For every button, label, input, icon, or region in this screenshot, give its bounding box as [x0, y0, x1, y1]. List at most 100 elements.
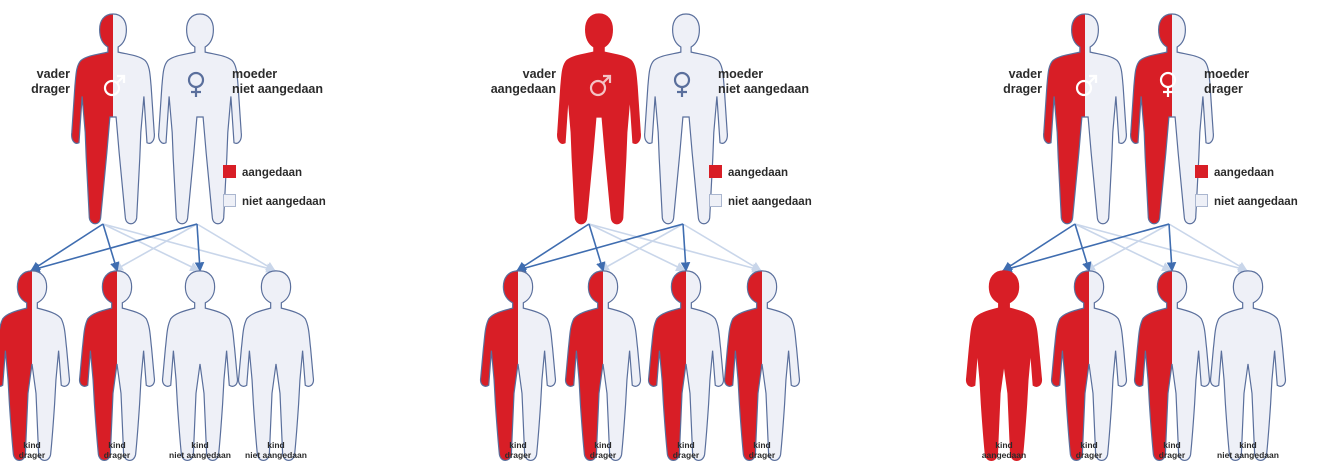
child-label-line: kind: [267, 440, 284, 450]
child-label-line: drager: [104, 450, 131, 460]
child-figure: [967, 271, 1042, 461]
arrow-strong: [1169, 224, 1172, 270]
child-label-line: kind: [995, 440, 1012, 450]
child-label-line: drager: [590, 450, 617, 460]
child-figure: [0, 271, 69, 461]
legend-unaffected-label-line: niet aangedaan: [1214, 196, 1298, 208]
father-label: vaderdrager: [31, 67, 70, 96]
arrow-strong: [683, 224, 686, 270]
legend-unaffected-label: niet aangedaan: [1214, 196, 1298, 208]
arrow-strong: [518, 224, 589, 270]
father-figure: [1044, 14, 1127, 224]
child-label-line: kind: [23, 440, 40, 450]
legend-affected-label-line: aangedaan: [1214, 167, 1274, 179]
child-figure: [566, 271, 641, 461]
child-label-line: drager: [505, 450, 532, 460]
legend-affected-swatch: [223, 165, 236, 178]
child-label-line: drager: [1159, 450, 1186, 460]
legend-unaffected-swatch: [710, 195, 722, 207]
mother-figure: [159, 14, 242, 224]
legend-affected-label: aangedaan: [1214, 167, 1274, 179]
arrow-faint: [197, 224, 274, 270]
child-label-line: kind: [1163, 440, 1180, 450]
child-label-line: drager: [19, 450, 46, 460]
legend-affected-label-line: aangedaan: [242, 167, 302, 179]
legend: aangedaan niet aangedaan: [709, 165, 812, 208]
mother-label-line: moeder: [232, 67, 277, 81]
legend-unaffected-label: niet aangedaan: [242, 196, 326, 208]
child-label-line: kind: [108, 440, 125, 450]
child-label-line: drager: [1076, 450, 1103, 460]
child-figure: [80, 271, 155, 461]
legend-affected-swatch: [709, 165, 722, 178]
child-figure: [481, 271, 556, 461]
child-label-line: kind: [753, 440, 770, 450]
mother-figure: [645, 14, 728, 224]
child-label-line: kind: [1239, 440, 1256, 450]
child-label-line: kind: [509, 440, 526, 450]
legend-affected-swatch: [1195, 165, 1208, 178]
father-label-line: vader: [523, 67, 556, 81]
legend-affected-label: aangedaan: [728, 167, 788, 179]
child-figure: [649, 271, 724, 461]
legend-unaffected-label-line: niet aangedaan: [728, 196, 812, 208]
arrow-faint: [1169, 224, 1246, 270]
legend-unaffected-label: niet aangedaan: [728, 196, 812, 208]
child-label-line: drager: [673, 450, 700, 460]
mother-label-line: niet aangedaan: [718, 82, 809, 96]
child-label-line: aangedaan: [982, 450, 1026, 460]
child-figure: [239, 271, 314, 461]
child-label-line: drager: [749, 450, 776, 460]
legend-affected-label: aangedaan: [242, 167, 302, 179]
mother-label-line: drager: [1204, 82, 1243, 96]
arrow-faint: [683, 224, 760, 270]
child-label-line: kind: [1080, 440, 1097, 450]
arrow-strong: [1004, 224, 1075, 270]
father-label-line: drager: [31, 82, 70, 96]
legend: aangedaan niet aangedaan: [223, 165, 326, 208]
child-label: kindniet aangedaan: [245, 440, 307, 460]
arrow-strong: [197, 224, 200, 270]
child-label-line: niet aangedaan: [169, 450, 231, 460]
father-label-line: drager: [1003, 82, 1042, 96]
father-label-line: vader: [1009, 67, 1042, 81]
child-figure: [1211, 271, 1286, 461]
mother-label-line: moeder: [718, 67, 763, 81]
child-figure: [163, 271, 238, 461]
legend-affected-label-line: aangedaan: [728, 167, 788, 179]
child-figure: [1052, 271, 1127, 461]
child-label-line: kind: [677, 440, 694, 450]
child-label-line: niet aangedaan: [245, 450, 307, 460]
arrow-strong: [32, 224, 103, 270]
inheritance-arrows: [1004, 224, 1246, 270]
child-label-line: niet aangedaan: [1217, 450, 1279, 460]
father-figure: [558, 14, 641, 224]
inheritance-arrows: [518, 224, 760, 270]
mother-figure: [1131, 14, 1214, 224]
legend-unaffected-swatch: [1196, 195, 1208, 207]
child-figure: [725, 271, 800, 461]
child-figure: [1135, 271, 1210, 461]
child-label-line: kind: [594, 440, 611, 450]
father-label-line: aangedaan: [491, 82, 556, 96]
child-label-line: kind: [191, 440, 208, 450]
father-figure: [72, 14, 155, 224]
legend: aangedaan niet aangedaan: [1195, 165, 1298, 208]
father-label-line: vader: [37, 67, 70, 81]
mother-label-line: niet aangedaan: [232, 82, 323, 96]
panel-2: vaderaangedaanmoederniet aangedaanaanged…: [481, 14, 812, 460]
legend-unaffected-swatch: [224, 195, 236, 207]
legend-unaffected-label-line: niet aangedaan: [242, 196, 326, 208]
inheritance-arrows: [32, 224, 274, 270]
